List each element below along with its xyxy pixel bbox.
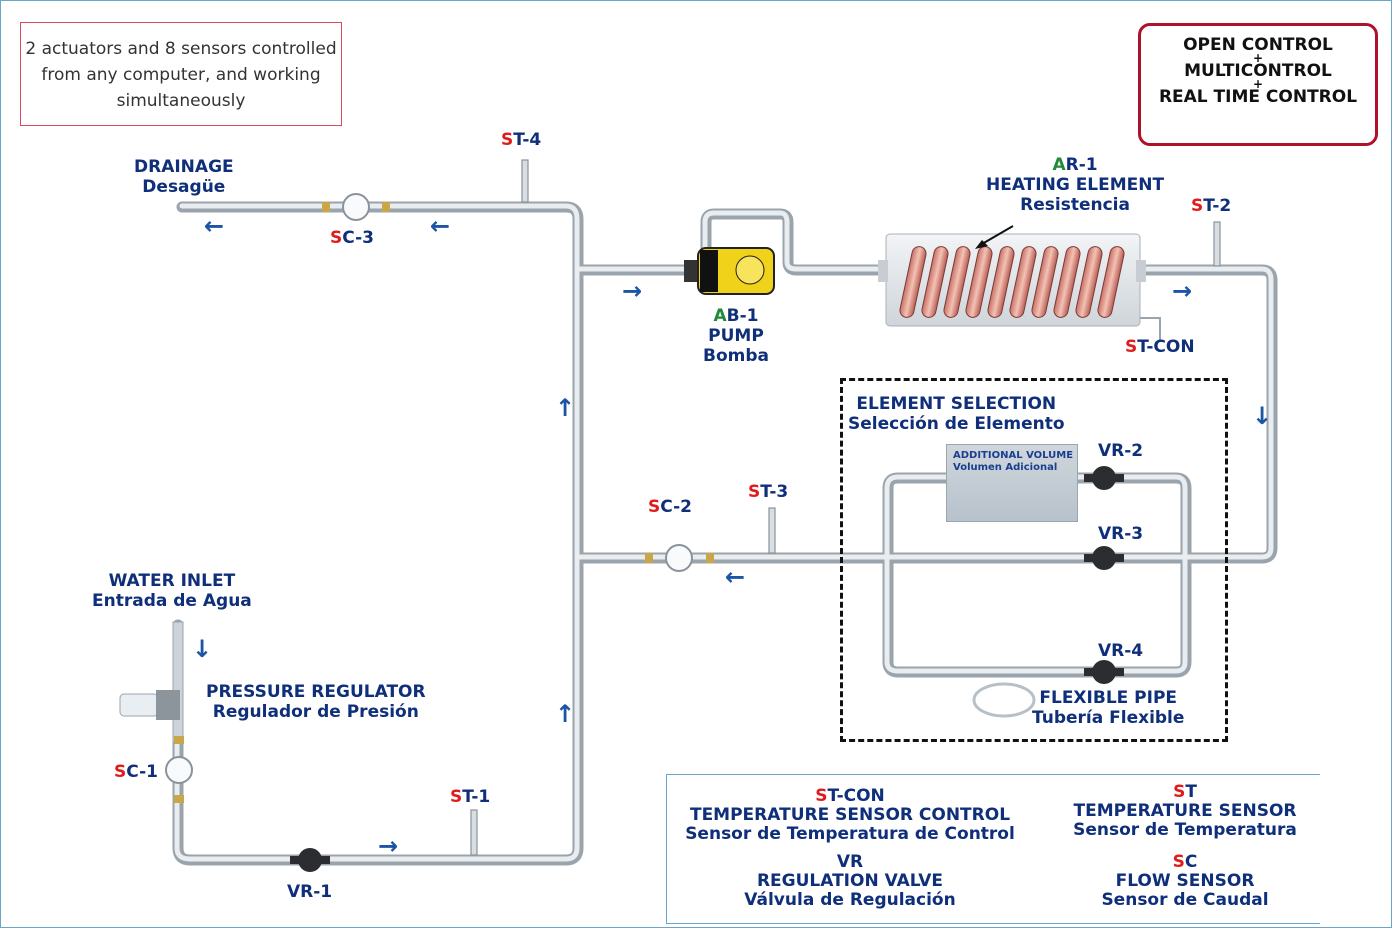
legend-st: ST TEMPERATURE SENSOR Sensor de Temperat…: [1073, 782, 1297, 840]
plus-sign: +: [1252, 51, 1264, 65]
control-features-box: OPEN CONTROL + MULTICONTROL + REAL TIME …: [1138, 23, 1378, 146]
valve-vr3-label: VR-3: [1098, 524, 1144, 544]
multicontrol-label: MULTICONTROL: [1184, 61, 1332, 81]
sensor-st3-label: ST-3: [748, 482, 789, 502]
valve-vr4-label: VR-4: [1098, 641, 1144, 661]
inlet-pipe: [172, 621, 184, 743]
real-time-control-label: REAL TIME CONTROL: [1158, 87, 1358, 107]
sensor-st1-label: ST-1: [450, 787, 491, 807]
pressure-regulator-icon: [119, 690, 180, 720]
element-selection-box: [840, 378, 1228, 742]
sensor-st2-label: ST-2: [1191, 196, 1232, 216]
sensor-stcon-label: ST-CON: [1125, 337, 1195, 357]
sensor-sc3-label: SC-3: [330, 228, 375, 248]
flow-arrow-left: ←: [204, 212, 225, 240]
valve-icon: [290, 466, 1124, 872]
temperature-probe-icon: [470, 159, 1221, 856]
main-loop-pipe: [172, 201, 584, 866]
heater-label: AR-1 HEATING ELEMENT Resistencia: [986, 155, 1165, 215]
flow-arrow-up: ↑: [555, 700, 576, 728]
flow-arrow-right: →: [378, 832, 399, 860]
flow-arrow-down: ↓: [1252, 402, 1273, 430]
flow-arrow-left: ←: [430, 212, 451, 240]
info-box: 2 actuators and 8 sensors controlled fro…: [20, 22, 342, 126]
flow-arrow-right: →: [622, 277, 643, 305]
legend-vr: VR REGULATION VALVE Válvula de Regulació…: [744, 852, 956, 910]
valve-vr1-label: VR-1: [287, 882, 333, 902]
flow-sensor-icon: [165, 193, 693, 784]
legend-box: ST-CON TEMPERATURE SENSOR CONTROL Sensor…: [666, 774, 1320, 924]
pump-label: AB-1 PUMP Bomba: [703, 306, 769, 366]
heater-icon: [878, 225, 1161, 340]
flow-arrow-up: ↑: [555, 394, 576, 422]
legend-sc: SC FLOW SENSOR Sensor de Caudal: [1101, 852, 1269, 910]
sensor-sc1-label: SC-1: [114, 762, 159, 782]
flow-arrow-right: →: [1172, 277, 1193, 305]
open-control-label: OPEN CONTROL: [1183, 35, 1333, 55]
pump-icon: [684, 247, 775, 295]
flow-arrow-down: ↓: [192, 635, 213, 663]
legend-stcon: ST-CON TEMPERATURE SENSOR CONTROL Sensor…: [685, 786, 1015, 844]
valve-vr2-label: VR-2: [1098, 441, 1144, 461]
flow-arrow-left: ←: [725, 563, 746, 591]
flexible-pipe-icon: [972, 682, 1036, 718]
sensor-st4-label: ST-4: [501, 130, 542, 150]
plus-sign: +: [1252, 77, 1264, 91]
sensor-sc2-label: SC-2: [648, 497, 693, 517]
